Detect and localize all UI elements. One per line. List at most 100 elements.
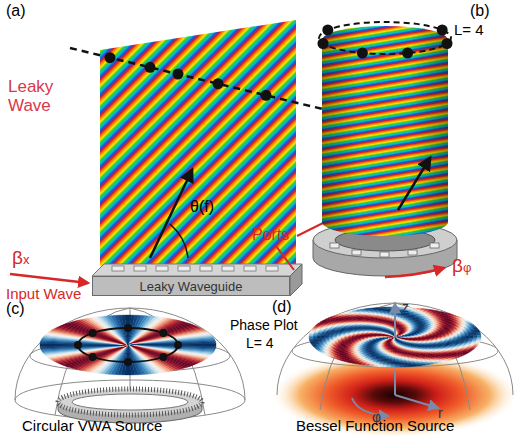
phase-cell (442, 335, 446, 337)
phase-cell (396, 332, 397, 333)
phase-dot (124, 324, 132, 332)
phase-cell (422, 337, 426, 339)
phase-cell (396, 338, 397, 339)
phase-cell (348, 335, 352, 337)
phase-cell (411, 336, 415, 337)
phase-cell (407, 336, 411, 337)
phase-dot (89, 353, 97, 361)
phase-cell (434, 337, 438, 339)
phase-cell (395, 338, 397, 339)
phase-cell (379, 337, 383, 338)
phase-cell (442, 336, 446, 338)
phase-ring-dots (318, 25, 453, 59)
phase-cell (430, 337, 434, 339)
dome-wireframe (15, 308, 245, 420)
phase-cell (372, 336, 376, 337)
phase-dot (89, 329, 97, 337)
phase-cell (364, 337, 368, 339)
phase-cell (445, 334, 449, 335)
phase-cell (368, 337, 372, 339)
phase-dot (145, 62, 156, 73)
phase-cell (391, 333, 393, 334)
phase-cell (390, 342, 392, 343)
phase-cell (450, 336, 454, 337)
phase-cell (407, 337, 411, 338)
phase-cell (341, 334, 345, 335)
phase-cell (383, 337, 387, 338)
phase-cell (411, 337, 415, 338)
phase-cell (411, 336, 415, 337)
phase-cell (396, 338, 398, 339)
input-arrow (10, 274, 88, 283)
slot (178, 266, 190, 271)
phase-cell (396, 338, 398, 339)
phase-cell (379, 336, 383, 337)
phase-cell (407, 337, 411, 338)
phase-cell (360, 335, 364, 337)
phase-cell (395, 341, 397, 342)
phase-dot (173, 69, 184, 80)
phase-cell (379, 337, 383, 338)
phase-cell (40, 345, 128, 349)
phase-cell (398, 339, 400, 340)
phase-cell (390, 330, 392, 331)
phase-cell (387, 337, 391, 338)
phase-cell (397, 342, 398, 343)
phase-cell (391, 335, 393, 336)
phase-cell (410, 337, 414, 338)
phase-cell (442, 337, 446, 339)
phase-cell (392, 334, 394, 335)
phase-cell (364, 335, 368, 337)
phase-cell (392, 334, 394, 335)
phase-cell (400, 342, 402, 343)
phase-cell (364, 337, 368, 339)
phase-cell (397, 338, 399, 339)
phase-cell (398, 330, 400, 331)
phase-cell (387, 336, 391, 337)
phase-cell (397, 330, 399, 331)
phase-cell (418, 335, 422, 337)
port-leader (276, 246, 294, 270)
phase-cell (391, 333, 393, 334)
phase-cell (426, 337, 430, 339)
phase-cell (398, 338, 401, 339)
ring-port (380, 252, 389, 257)
phase-cell (395, 338, 396, 339)
phase-cell (390, 335, 393, 336)
slot (156, 266, 168, 271)
phase-cell (340, 337, 344, 338)
phase-cell (395, 337, 397, 338)
phase-cell (446, 336, 450, 337)
phase-cell (128, 341, 216, 345)
cylinder-shading (322, 26, 448, 236)
phase-cell (128, 344, 216, 345)
phase-cell (396, 340, 397, 341)
phase-cell (352, 337, 356, 339)
slot (266, 266, 278, 271)
phase-cell (344, 336, 348, 338)
angle-arc (170, 224, 188, 258)
slot (200, 266, 212, 271)
phase-cell (445, 339, 449, 340)
phase-ring (319, 22, 451, 54)
phase-cell (128, 340, 215, 345)
phase-cell (422, 335, 426, 337)
phase-cell (399, 337, 403, 338)
phase-cell (375, 336, 379, 337)
phase-cell (360, 337, 364, 339)
phase-cell (396, 342, 397, 343)
phase-cell (364, 336, 368, 338)
phase-cell (375, 337, 379, 338)
phase-cell (434, 336, 438, 338)
phase-cell (395, 338, 397, 339)
phase-dot (261, 90, 272, 101)
leaky-wave-sheet (100, 20, 296, 266)
phase-cell (395, 349, 397, 350)
waveguide-top (92, 264, 302, 276)
vwa-ring-teeth (58, 389, 202, 415)
phase-cell (399, 336, 403, 337)
phase-cell (407, 336, 411, 337)
phase-cell (356, 337, 360, 339)
